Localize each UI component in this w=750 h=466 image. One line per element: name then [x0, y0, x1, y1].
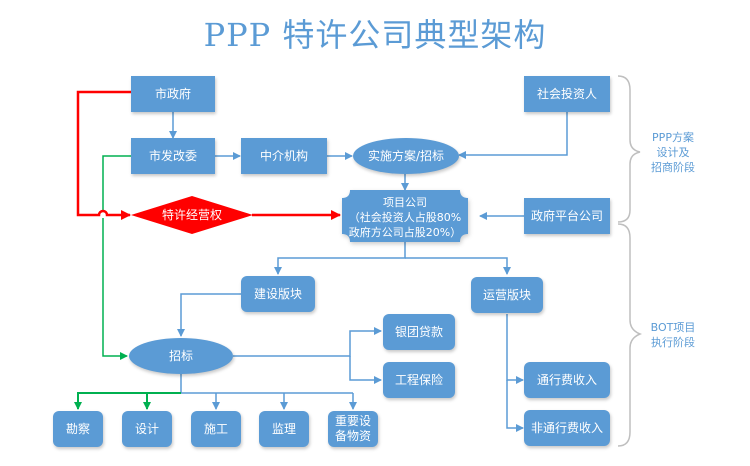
project-company-government-share: 政府方公司占股20%）	[348, 225, 462, 239]
node-label: 社会投资人	[536, 86, 597, 101]
node-key-equipment-materials: 重要设 备物资	[328, 411, 378, 447]
node-government-platform-company: 政府平台公司	[524, 198, 610, 234]
phase2-brace	[617, 223, 643, 447]
node-label: 勘察	[65, 421, 90, 436]
connector-company-to-construction-segment	[274, 242, 406, 275]
node-label-line2: 备物资	[334, 429, 371, 443]
phase2-label: BOT项目 执行阶段	[640, 320, 706, 350]
node-survey: 勘察	[53, 411, 103, 447]
node-label: 设计	[134, 421, 159, 436]
diagram-title: PPP 特许公司典型架构	[203, 16, 547, 54]
connector-tender-to-loan	[233, 327, 382, 357]
node-tender: 招标	[129, 338, 233, 374]
connector-tender-to-insurance	[349, 356, 382, 384]
node-operation-segment: 运营版块	[471, 277, 543, 313]
node-construction-segment: 建设版块	[241, 276, 315, 312]
node-label: 通行费收入	[536, 372, 597, 387]
node-label: 监理	[271, 421, 296, 436]
node-label: 中介机构	[259, 148, 308, 163]
node-social-investor: 社会投资人	[524, 76, 610, 112]
franchise-right-label: 特许经营权	[161, 208, 222, 222]
phase1-line2: 设计及	[656, 146, 690, 159]
node-toll-revenue: 通行费收入	[524, 362, 610, 398]
node-label: 银团贷款	[394, 324, 443, 339]
node-design: 设计	[122, 411, 172, 447]
node-label: 工程保险	[394, 372, 443, 387]
connector-green-tender-to-survey-design	[77, 392, 181, 409]
phase2-line2: 执行阶段	[651, 336, 695, 349]
node-label: 建设版块	[253, 286, 302, 301]
connector-red-gov-to-franchise	[76, 90, 131, 220]
franchise-right-diamond	[131, 196, 253, 234]
node-engineering-insurance: 工程保险	[383, 362, 455, 398]
phase1-line3: 招商阶段	[651, 161, 695, 174]
phase2-line1: BOT项目	[650, 321, 696, 334]
node-label: 招标	[168, 348, 193, 363]
node-label: 政府平台公司	[530, 208, 603, 223]
connector-company-to-operation-segment	[405, 257, 511, 275]
node-label: 市发改委	[148, 148, 197, 163]
connector-green-ndrc-to-tender	[102, 155, 131, 356]
project-company-investor-share: （社会投资人占股80%	[348, 210, 462, 224]
node-non-toll-revenue: 非通行费收入	[524, 410, 610, 446]
node-label-line1: 重要设	[334, 414, 371, 428]
connector-operation-to-toll	[506, 314, 524, 384]
node-label: 实施方案/招标	[367, 148, 445, 163]
node-implementation-plan-tender: 实施方案/招标	[353, 138, 459, 174]
node-city-government: 市政府	[131, 76, 215, 112]
node-intermediary-agency: 中介机构	[241, 138, 327, 174]
phase1-line1: PPP方案	[652, 131, 694, 144]
node-label: 市政府	[154, 86, 191, 101]
node-construction: 施工	[191, 411, 241, 447]
node-supervision: 监理	[259, 411, 309, 447]
project-company-name: 项目公司	[383, 195, 427, 209]
phase1-label: PPP方案 设计及 招商阶段	[640, 130, 706, 175]
project-company-shape	[342, 190, 468, 242]
node-label: 运营版块	[482, 287, 531, 302]
connector-tender-to-bottom-row	[180, 374, 353, 394]
node-label: 非通行费收入	[530, 420, 603, 435]
connector-investor-to-plan	[458, 112, 568, 159]
connector-construction-segment-to-tender	[177, 293, 241, 337]
node-bank-syndicate-loan: 银团贷款	[383, 314, 455, 350]
phase1-brace	[617, 75, 641, 223]
node-label: 施工	[203, 421, 228, 436]
node-development-reform-commission: 市发改委	[131, 138, 215, 174]
connector-operation-to-nontoll	[506, 380, 524, 432]
node-project-company: 项目公司 （社会投资人占股80% 政府方公司占股20%）	[342, 192, 468, 242]
